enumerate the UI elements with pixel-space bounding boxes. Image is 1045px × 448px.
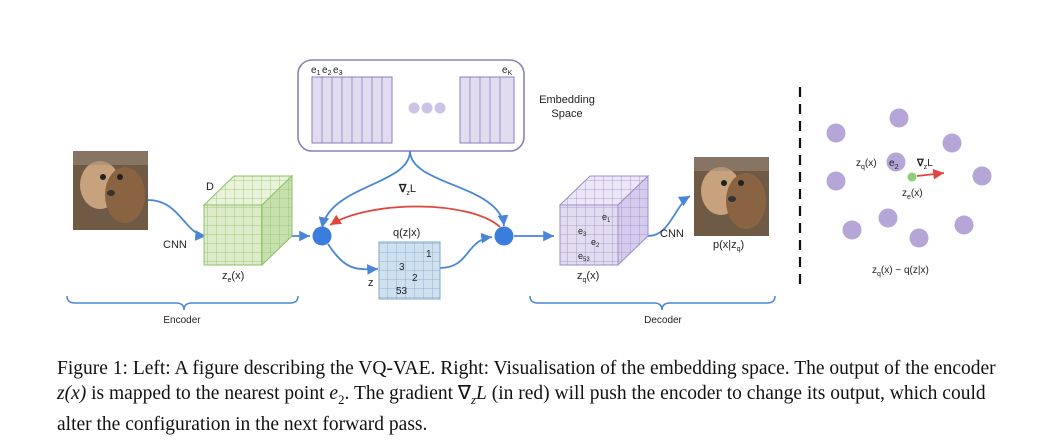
embedding-point [878, 208, 898, 228]
cnn-encoder-label: CNN [163, 239, 187, 251]
embedding-point [889, 108, 909, 128]
grid-number: 1 [426, 249, 432, 260]
decoder-to-output-arrow [647, 195, 691, 237]
caption-text: is mapped to the nearest point [86, 383, 330, 404]
embedding-label-e2: e2 [322, 65, 332, 77]
embedding-point [909, 228, 929, 248]
embedding-label-e3: e3 [333, 65, 343, 77]
grid-number: 2 [412, 273, 418, 284]
embedding-point [826, 171, 846, 191]
encoder-brace [66, 295, 299, 311]
cube-label-e1: e1 [602, 212, 611, 224]
embedding-point [972, 166, 992, 186]
right-zq-label: zq(x) [856, 158, 877, 171]
right-gradient-label: ∇zL [916, 158, 933, 171]
encoder-output-cube [202, 174, 294, 267]
d-dimension-label: D [206, 181, 214, 193]
caption-math: e2 [329, 383, 345, 407]
right-e2-label: e2 [889, 158, 899, 171]
embedding-point [826, 123, 846, 143]
encoder-output-point [907, 172, 917, 182]
embedding-visualization [826, 108, 992, 248]
embedding-point [954, 215, 974, 235]
decoder-label: Decoder [644, 315, 682, 326]
caption-text: . The gradient [344, 383, 458, 404]
cube-label-e3: e3 [578, 226, 587, 238]
embedding-space-title: Embedding [539, 94, 595, 106]
gradient-arrow [329, 205, 501, 228]
caption-text: (in red) will push the encoder to change… [57, 383, 986, 435]
vq-vae-figure: e1 e2 e3 eK Embedding Space CNN D ze(x) … [66, 59, 992, 326]
decoder-input-cube [558, 174, 650, 267]
encoder-label: Encoder [163, 315, 201, 326]
z-label: z [368, 277, 374, 289]
grid-number: 53 [396, 286, 408, 297]
grid-number: 3 [399, 262, 405, 273]
node-to-grid-arrow [327, 243, 379, 275]
right-gradient-arrow [916, 168, 945, 180]
zq-label: zq(x) [577, 270, 599, 284]
reconstructed-image [694, 157, 769, 236]
input-image [73, 151, 148, 230]
grid-to-node-arrow [439, 232, 493, 269]
right-node [494, 226, 514, 246]
figure-caption: Figure 1: Left: A figure describing the … [57, 356, 1017, 437]
decoder-brace [529, 295, 776, 311]
cnn-decoder-label: CNN [660, 228, 684, 240]
embedding-label-e1: e1 [311, 65, 321, 77]
input-to-encoder-arrow [147, 199, 207, 241]
gradient-label: ∇zL [398, 183, 416, 197]
caption-math: ∇zL [457, 383, 487, 407]
caption-text: Figure 1: Left: A figure describing the … [57, 358, 996, 379]
embedding-point [842, 220, 862, 240]
ellipsis-dot [434, 102, 446, 114]
pxz-label: p(x|zq) [713, 239, 744, 253]
left-node [312, 226, 332, 246]
right-distribution-label: zq(x) ~ q(z|x) [872, 265, 929, 278]
cube-label-e2: e2 [591, 237, 600, 249]
embedding-point [942, 133, 962, 153]
caption-math: z(x) [57, 383, 87, 404]
ellipsis-dot [408, 102, 420, 114]
qzx-grid [378, 241, 441, 300]
ze-label: ze(x) [222, 270, 244, 284]
embedding-to-right-node-arrow [409, 150, 509, 227]
ellipsis-dot [421, 102, 433, 114]
qzx-label: q(z|x) [393, 227, 420, 239]
embedding-space-box: e1 e2 e3 eK [297, 59, 525, 152]
right-ze-label: ze(x) [902, 188, 923, 201]
embedding-space-subtitle: Space [551, 108, 582, 120]
embedding-label-ek: eK [502, 65, 513, 77]
embedding-point-e2 [886, 152, 906, 172]
embedding-to-left-node-arrow [318, 150, 411, 229]
